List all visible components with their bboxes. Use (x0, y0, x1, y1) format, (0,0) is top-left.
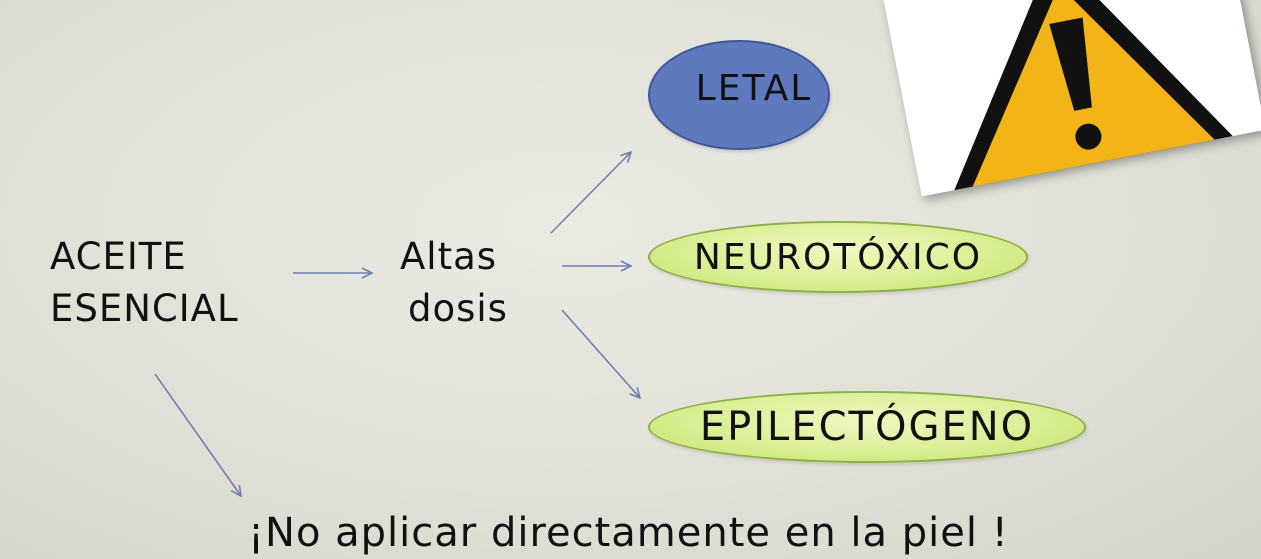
effect-neurotoxic-oval: NEUROTÓXICO (648, 221, 1028, 293)
dose-label-line1: Altas (400, 235, 498, 278)
dose-label-line2: dosis (408, 287, 508, 330)
arrow-dose-to-epi (561, 309, 640, 398)
arrow-dose-to-letal (550, 152, 631, 234)
effect-neurotoxic-label: NEUROTÓXICO (693, 236, 983, 278)
arrow-source-to-footer (154, 373, 241, 496)
source-label-line2: ESENCIAL (50, 287, 239, 330)
effect-letal-oval: LETAL (648, 40, 830, 150)
effect-epileptogenic-oval: EPILECTÓGENO (648, 391, 1086, 463)
source-label-line1: ACEITE (50, 235, 187, 278)
effect-epileptogenic-label: EPILECTÓGENO (699, 404, 1035, 450)
footer-warning-note: ¡No aplicar directamente en la piel ! (248, 510, 1009, 556)
effect-letal-label: LETAL (695, 68, 813, 109)
